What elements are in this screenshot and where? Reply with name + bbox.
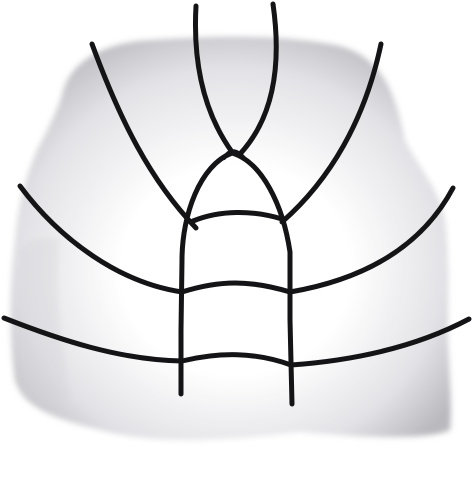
web-center-crest [222,149,246,160]
web-ring-lower-center [179,352,294,368]
web-ring-lower-left [1,315,185,364]
web-spoke-inner-right [237,1,279,157]
web-ring-lower-right [288,316,472,368]
dome-left-shade [16,237,70,407]
web-ring-upper [190,210,285,224]
dome-shape [10,36,451,441]
web-spoke-outer-left [89,41,199,231]
web-ring-middle-left [17,183,185,295]
web-spoke-outer-right [279,41,384,225]
web-ring-middle-right [287,185,456,295]
web-spoke-inner-left [193,3,235,155]
web-ring-middle-center [179,280,293,295]
